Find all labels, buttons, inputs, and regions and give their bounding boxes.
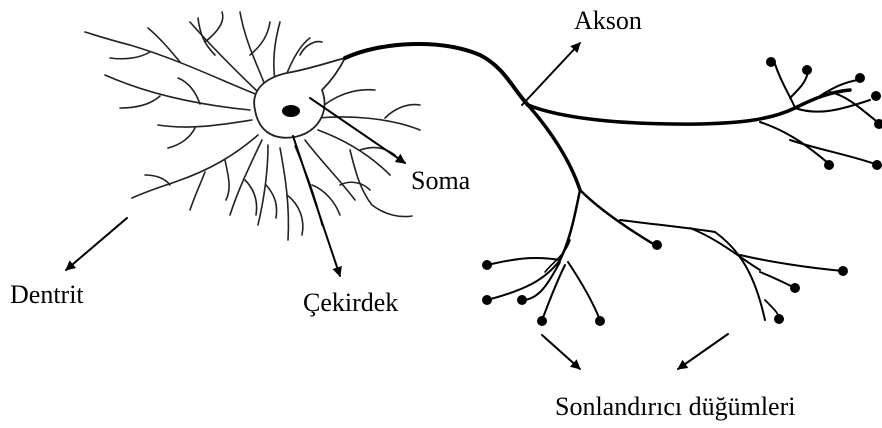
label-akson: Akson <box>574 8 642 34</box>
pointer-arrows <box>66 43 728 369</box>
soma-body <box>254 58 345 138</box>
dendrites <box>85 12 420 240</box>
label-dentrit: Dentrit <box>10 282 84 308</box>
label-sonlandirici: Sonlandırıcı düğümleri <box>555 394 795 420</box>
sonlandirici-arrow-right <box>678 334 728 369</box>
label-cekirdek: Çekirdek <box>303 290 398 316</box>
cekirdek-arrow <box>293 136 340 276</box>
sonlandirici-arrow-left <box>542 335 580 369</box>
akson-arrow <box>522 43 580 105</box>
label-soma: Soma <box>411 168 470 194</box>
dentrit-arrow <box>66 218 127 270</box>
nucleus <box>282 105 300 117</box>
soma-arrow <box>310 98 405 163</box>
